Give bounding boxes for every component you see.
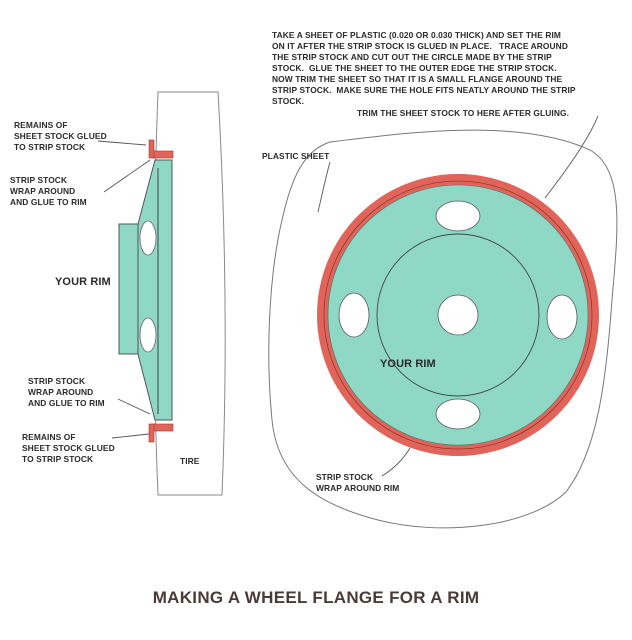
side-your-rim-label: YOUR RIM bbox=[55, 276, 111, 288]
leader-trim bbox=[544, 115, 599, 199]
plastic-sheet-outline bbox=[268, 129, 618, 529]
remains-top-label: REMAINS OF SHEET STOCK GLUED TO STRIP ST… bbox=[14, 120, 107, 152]
strip-stock-top bbox=[151, 150, 174, 159]
strip-bottom-label: STRIP STOCK WRAP AROUND AND GLUE TO RIM bbox=[28, 376, 105, 408]
bolt-hole-right bbox=[546, 294, 578, 340]
strip-stock-bottom bbox=[151, 423, 174, 432]
plastic-sheet-label: PLASTIC SHEET bbox=[262, 151, 330, 161]
side-bolt-hole-lower bbox=[139, 317, 157, 353]
sheet-remnant-bottom bbox=[148, 423, 155, 443]
leader-remains-top bbox=[97, 140, 147, 146]
instructions-text: TAKE A SHEET OF PLASTIC (0.020 OR 0.030 … bbox=[272, 30, 576, 106]
leader-strip-bottom bbox=[117, 398, 151, 415]
sheet-remnant-top bbox=[148, 139, 155, 159]
strip-top-label: STRIP STOCK WRAP AROUND AND GLUE TO RIM bbox=[10, 175, 87, 207]
rim-profile bbox=[137, 159, 173, 421]
side-bolt-hole-upper bbox=[139, 220, 157, 256]
front-your-rim-label: YOUR RIM bbox=[380, 358, 436, 370]
rim-hub-block bbox=[118, 223, 141, 355]
remains-bottom-label: REMAINS OF SHEET STOCK GLUED TO STRIP ST… bbox=[22, 432, 115, 464]
leader-strip-top bbox=[103, 159, 151, 193]
center-hole bbox=[437, 294, 479, 336]
diagram-title: MAKING A WHEEL FLANGE FOR A RIM bbox=[152, 588, 480, 607]
leader-plastic-sheet bbox=[317, 161, 331, 213]
strip-stock-wrap-label: STRIP STOCK WRAP AROUND RIM bbox=[316, 472, 400, 493]
trim-label: TRIM THE SHEET STOCK TO HERE AFTER GLUIN… bbox=[357, 108, 570, 118]
rim-inner-circle bbox=[376, 233, 540, 397]
leader-remains-bottom bbox=[111, 433, 150, 439]
bolt-hole-left bbox=[338, 292, 370, 338]
bolt-hole-bottom bbox=[435, 398, 481, 430]
tire-label: TIRE bbox=[180, 456, 200, 466]
leader-strip-stock bbox=[381, 447, 411, 477]
bolt-hole-top bbox=[435, 200, 481, 232]
rim-inner-stroke bbox=[323, 180, 593, 450]
